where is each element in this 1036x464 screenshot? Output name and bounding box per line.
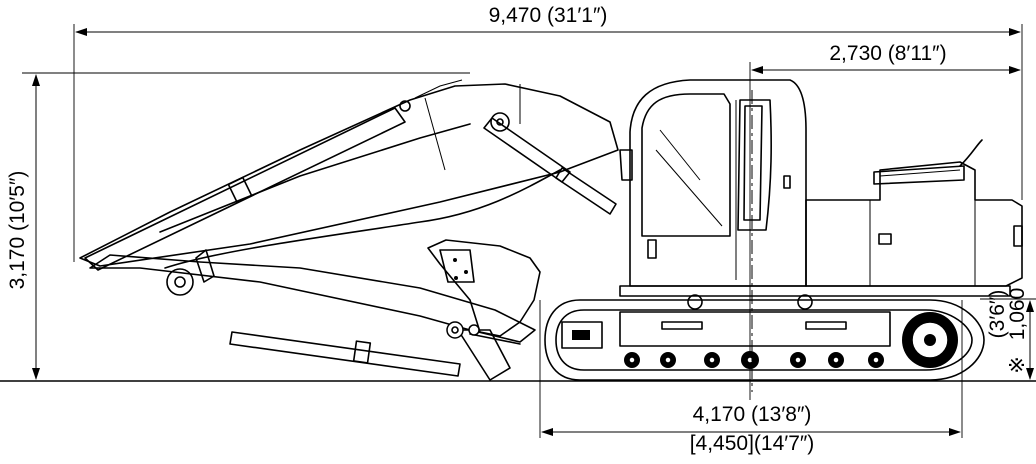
arm-cylinder <box>483 117 617 215</box>
track-length-label: 4,170 (13′8″) <box>693 403 812 426</box>
boom <box>79 79 619 267</box>
track-length-alt-label: [4,450](14′7″) <box>690 432 815 455</box>
rear-swing-label: 2,730 (8′11″) <box>829 42 946 65</box>
extension-lines <box>22 24 1036 438</box>
bucket-pin <box>446 321 464 339</box>
dimension-lines <box>32 28 1034 436</box>
bucket-cylinder <box>229 329 521 381</box>
carrier-roller <box>797 294 813 310</box>
arm <box>89 169 561 343</box>
boom-cylinder <box>84 107 406 271</box>
bucket <box>427 239 541 339</box>
engine-housing <box>805 139 1023 287</box>
track-assembly <box>544 294 985 381</box>
carrier-roller <box>687 294 703 310</box>
clearance-mark-label: ※ <box>1006 356 1029 374</box>
height-label: 3,170 (10′5″) <box>6 171 29 290</box>
clearance-imperial-label: (3′6″) <box>986 290 1009 339</box>
upper-frame <box>619 285 1011 297</box>
clearance-metric-label: 1,060 <box>1006 288 1029 341</box>
cab <box>619 79 807 287</box>
overall-length-label: 9,470 (31′1″) <box>489 4 608 27</box>
track-frame <box>619 311 891 347</box>
